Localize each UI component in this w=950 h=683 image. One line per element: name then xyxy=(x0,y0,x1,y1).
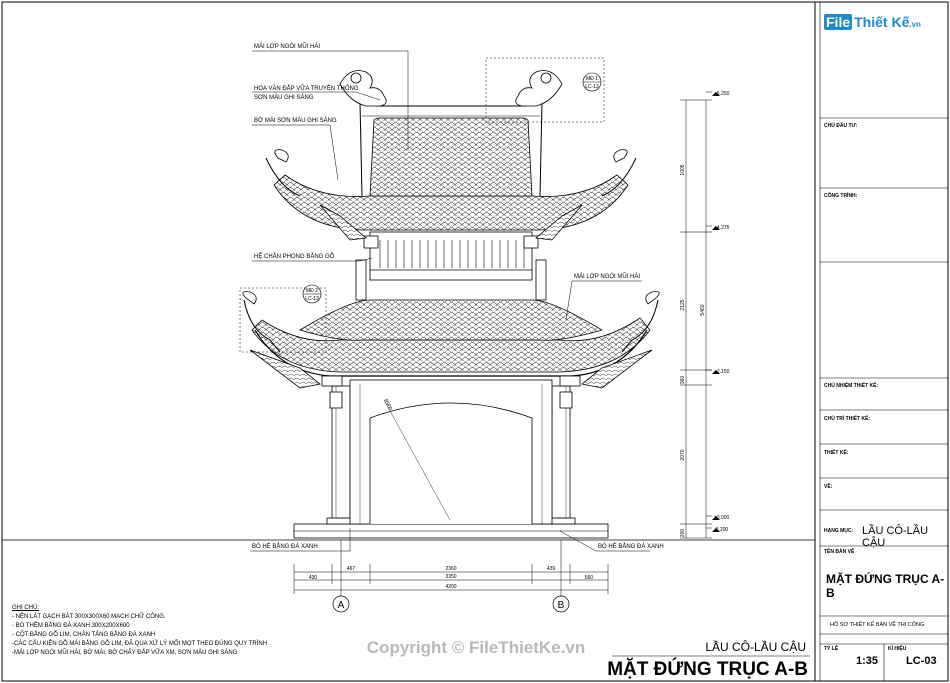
tb-drawing-label: TÊN BẢN VẼ xyxy=(824,549,855,555)
dim-h-560: 560 xyxy=(585,575,594,581)
tb-item-value: LẦU CÔ-LẦU CẬU xyxy=(862,525,929,549)
tb-designer: THIẾT KẾ: xyxy=(824,450,849,456)
drawing-title: MẶT ĐỨNG TRỤC A-B xyxy=(607,658,808,680)
dim-h-439: 439 xyxy=(547,566,556,572)
tb-stage: HỒ SƠ THIẾT KẾ BẢN VẼ THI CÔNG xyxy=(830,622,925,628)
pavilion-elevation xyxy=(242,70,660,539)
label-ornament-1: HOA VĂN ĐẮP VỮA TRUYỀN THỐNG xyxy=(254,84,359,92)
callout-md2-label: MĐ 2 xyxy=(306,288,318,294)
dim-v-360: 360 xyxy=(680,376,686,385)
level-2150: +2.150 xyxy=(714,369,730,375)
watermark: Copyright © FileThietKe.vn xyxy=(367,638,585,657)
logo-file: File xyxy=(824,14,853,30)
callout-md1-sheet: LC-13 xyxy=(585,84,599,90)
dim-h-467: 467 xyxy=(347,566,356,572)
label-border-left: BÓ HÈ BẰNG ĐÁ XANH xyxy=(252,542,318,550)
note-line: - CỘT BẰNG GỖ LIM, CHÂN TẢNG BẰNG ĐÁ XAN… xyxy=(12,632,156,638)
dim-v-2125: 2125 xyxy=(680,299,686,310)
note-line: - BÓ THỀM BẰNG ĐÁ XANH 300X200X600 xyxy=(12,623,130,629)
tb-draftsman: VẼ: xyxy=(824,484,833,490)
level-5250: +5.250 xyxy=(714,91,730,97)
notes-heading: GHI CHÚ: xyxy=(12,605,39,611)
callout-md1-label: MĐ 1 xyxy=(586,76,598,82)
tb-project: CÔNG TRÌNH: xyxy=(824,193,858,199)
tb-owner: CHỦ ĐẦU TƯ: xyxy=(824,123,858,129)
tb-sheet-value: LC-03 xyxy=(906,655,937,667)
tb-design-chair: CHỦ TRÌ THIẾT KẾ: xyxy=(824,416,871,422)
callout-md2-sheet: LC-13 xyxy=(305,296,319,302)
dim-v-5460: 5460 xyxy=(700,304,706,315)
tb-item-label: HẠNG MỤC: xyxy=(824,528,854,534)
vertical-dimension-lines xyxy=(680,91,712,539)
dim-h-3350: 3350 xyxy=(445,574,456,580)
label-roof-tile-lower: MÁI LỢP NGÓI MŨI HÀI xyxy=(574,273,640,280)
dim-h-430: 430 xyxy=(309,575,318,581)
general-notes: GHI CHÚ: - NỀN LÁT GẠCH BÁT 300X300X60 M… xyxy=(12,604,267,658)
label-border-right: BÓ HÈ BẰNG ĐÁ XANH xyxy=(598,542,664,550)
label-ornament-2: SƠN MÀU GHI SÁNG xyxy=(254,94,314,101)
dim-h-2360: 2360 xyxy=(445,566,456,572)
label-roof-edge: BỜ MÁI SƠN MÀU GHI SÁNG xyxy=(254,117,337,124)
level-minus-0200: -0.200 xyxy=(714,527,728,533)
axis-b: B xyxy=(558,600,565,611)
annotation-leaders xyxy=(250,50,650,552)
tb-scale-label: TỶ LỆ xyxy=(824,646,839,652)
label-wind-wall: HỆ CHẮN PHONG BẰNG GỖ xyxy=(254,252,335,260)
dim-h-4200: 4200 xyxy=(445,584,456,590)
tb-drawing-value: MẶT ĐỨNG TRỤC A-B xyxy=(826,572,945,600)
dim-v-1005: 1005 xyxy=(680,164,686,175)
horizontal-dimension-lines xyxy=(293,540,609,596)
axis-a: A xyxy=(338,600,345,611)
logo-thietke: Thiết Kế xyxy=(854,14,910,30)
drawing-subtitle: LẦU CÔ-LẦU CẬU xyxy=(705,639,806,654)
dim-v-2070: 2070 xyxy=(680,449,686,460)
label-arch-radius: R900 xyxy=(382,398,393,412)
tb-sheet-label: KÍ HIỆU xyxy=(888,646,907,652)
note-line: - NỀN LÁT GẠCH BÁT 300X300X60 MẠCH CHỮ C… xyxy=(12,614,166,620)
title-block-grid xyxy=(820,117,948,681)
level-0000: ±0.000 xyxy=(714,515,729,521)
logo-suffix: .vn xyxy=(909,20,921,29)
dim-v-200: 200 xyxy=(680,529,686,538)
level-4275: +4.275 xyxy=(714,225,730,231)
note-line: -CÁC CẤU KIỆN GỖ MÁI BẰNG GỖ LIM, ĐÃ QUA… xyxy=(12,641,268,647)
label-roof-tile-top: MÁI LỢP NGÓI MŨI HÀI xyxy=(254,43,320,50)
tb-scale-value: 1:35 xyxy=(856,655,879,667)
tb-design-lead: CHỦ NHIỆM THIẾT KẾ: xyxy=(824,383,879,389)
note-line: -MÁI LỢP NGÓI MŨI HÀI, BỜ MÁI, BỜ CHẢY Đ… xyxy=(12,650,238,656)
